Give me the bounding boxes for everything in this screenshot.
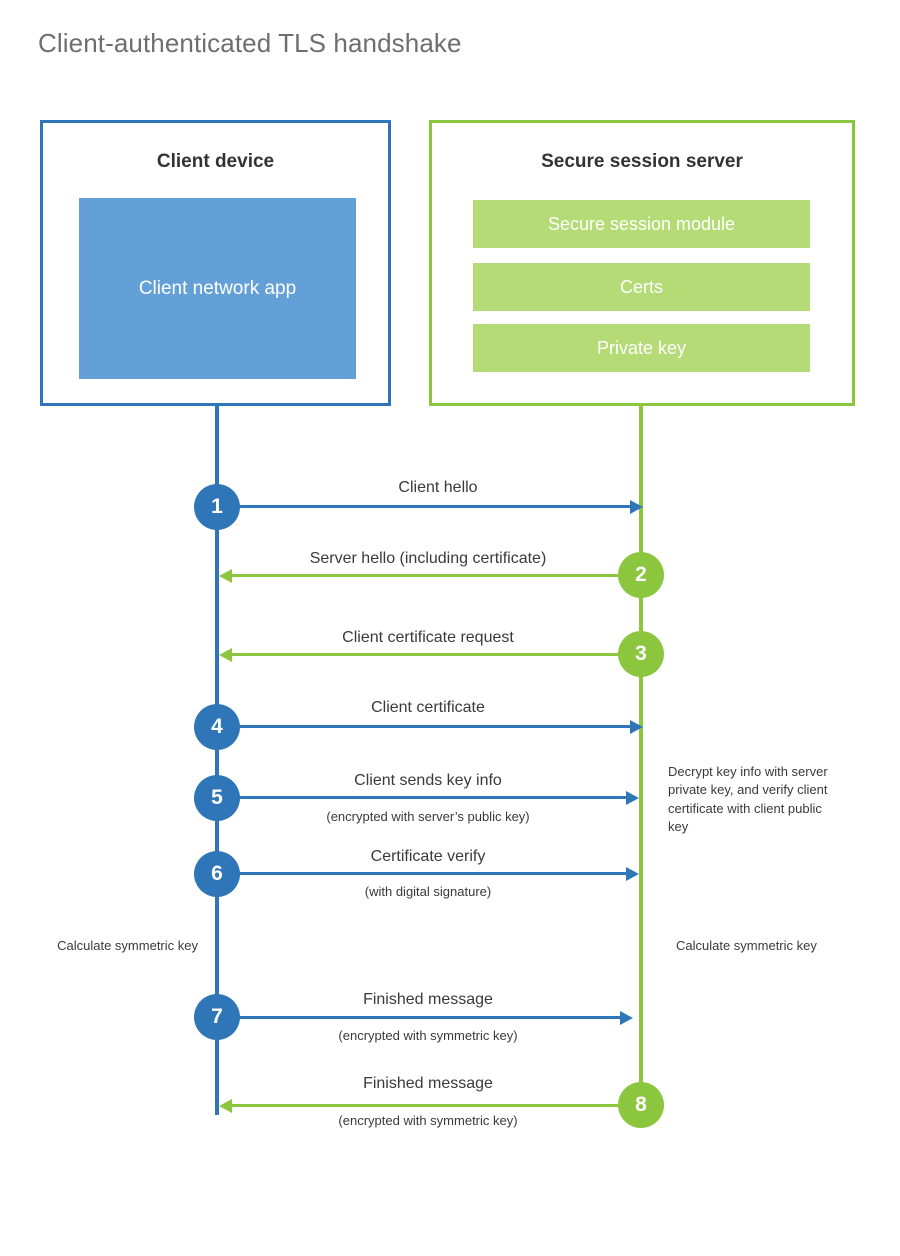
server-block-certs: Certs — [473, 263, 810, 311]
client-device-title: Client device — [156, 151, 275, 172]
secure-session-server-title: Secure session server — [541, 151, 743, 172]
step-8-arrow-head-icon — [219, 1099, 232, 1113]
step-8-arrow-line — [232, 1104, 634, 1107]
secure-session-server-box: Secure session server Secure session mod… — [429, 120, 855, 406]
step-7-label: Finished message — [363, 991, 493, 1008]
client-calculate-symmetric-key-annotation: Calculate symmetric key — [57, 938, 198, 953]
step-3-arrow-head-icon — [219, 648, 232, 662]
step-7-circle[interactable]: 7 — [194, 994, 240, 1040]
step-5-circle[interactable]: 5 — [194, 775, 240, 821]
step-1-arrow-line — [219, 505, 633, 508]
step-1-label: Client hello — [398, 479, 478, 496]
step-3-label: Client certificate request — [342, 629, 514, 646]
server-decrypt-annotation: Decrypt key info with server private key… — [668, 764, 828, 835]
server-calculate-symmetric-key-annotation: Calculate symmetric key — [676, 938, 817, 953]
step-6-sublabel: (with digital signature) — [364, 884, 492, 899]
step-4-circle[interactable]: 4 — [194, 704, 240, 750]
step-8-sublabel: (encrypted with symmetric key) — [338, 1113, 518, 1128]
step-6-arrow-line — [219, 872, 629, 875]
step-6-label: Certificate verify — [370, 848, 486, 865]
step-8-label: Finished message — [363, 1075, 493, 1092]
step-5-label: Client sends key info — [354, 772, 502, 789]
step-8-circle[interactable]: 8 — [618, 1082, 664, 1128]
step-4-arrow-head-icon — [630, 720, 643, 734]
server-block-secure-session-module: Secure session module — [473, 200, 810, 248]
step-1-arrow-head-icon — [630, 500, 643, 514]
client-device-box: Client device Client network app — [40, 120, 391, 406]
step-6-circle[interactable]: 6 — [194, 851, 240, 897]
step-5-arrow-head-icon — [626, 791, 639, 805]
step-1-circle[interactable]: 1 — [194, 484, 240, 530]
step-6-arrow-head-icon — [626, 867, 639, 881]
step-7-sublabel: (encrypted with symmetric key) — [338, 1028, 518, 1043]
step-3-arrow-line — [232, 653, 634, 656]
step-7-arrow-head-icon — [620, 1011, 633, 1025]
client-network-app-block: Client network app — [79, 198, 356, 379]
page-title: Client-authenticated TLS handshake — [38, 28, 462, 58]
server-block-private-key: Private key — [473, 324, 810, 372]
step-3-circle[interactable]: 3 — [618, 631, 664, 677]
step-2-circle[interactable]: 2 — [618, 552, 664, 598]
step-2-label: Server hello (including certificate) — [309, 550, 547, 567]
step-4-label: Client certificate — [371, 699, 485, 716]
step-2-arrow-head-icon — [219, 569, 232, 583]
step-4-arrow-line — [219, 725, 633, 728]
step-2-arrow-line — [232, 574, 634, 577]
server-lifeline — [639, 403, 643, 1107]
step-7-arrow-line — [219, 1016, 623, 1019]
step-5-arrow-line — [219, 796, 629, 799]
client-lifeline — [215, 403, 219, 1115]
step-5-sublabel: (encrypted with server’s public key) — [326, 809, 530, 824]
